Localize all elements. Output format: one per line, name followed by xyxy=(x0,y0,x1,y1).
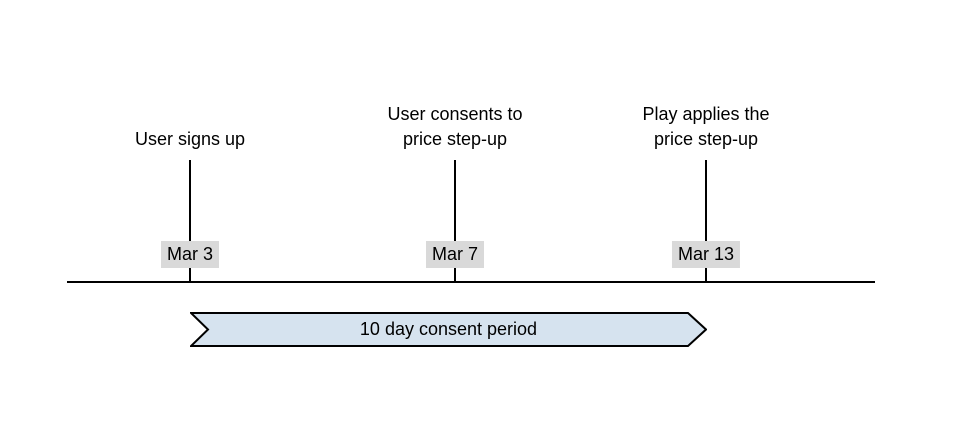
banner-arrow-polygon xyxy=(190,312,707,347)
event-label: User consents to price step-up xyxy=(387,104,523,149)
event-tick xyxy=(705,160,707,282)
timeline-axis xyxy=(67,281,875,283)
banner-label: 10 day consent period xyxy=(359,319,538,339)
event-label: Play applies the price step-up xyxy=(642,104,770,149)
event-date-chip: Mar 7 xyxy=(425,241,485,268)
event-tick xyxy=(454,160,456,282)
consent-period-banner: 10 day consent period xyxy=(190,312,707,347)
event-date-chip: Mar 13 xyxy=(671,241,741,268)
event-label: User signs up xyxy=(134,129,246,149)
event-date-chip: Mar 3 xyxy=(160,241,220,268)
event-tick xyxy=(189,160,191,282)
banner-arrow-shape xyxy=(190,312,707,347)
